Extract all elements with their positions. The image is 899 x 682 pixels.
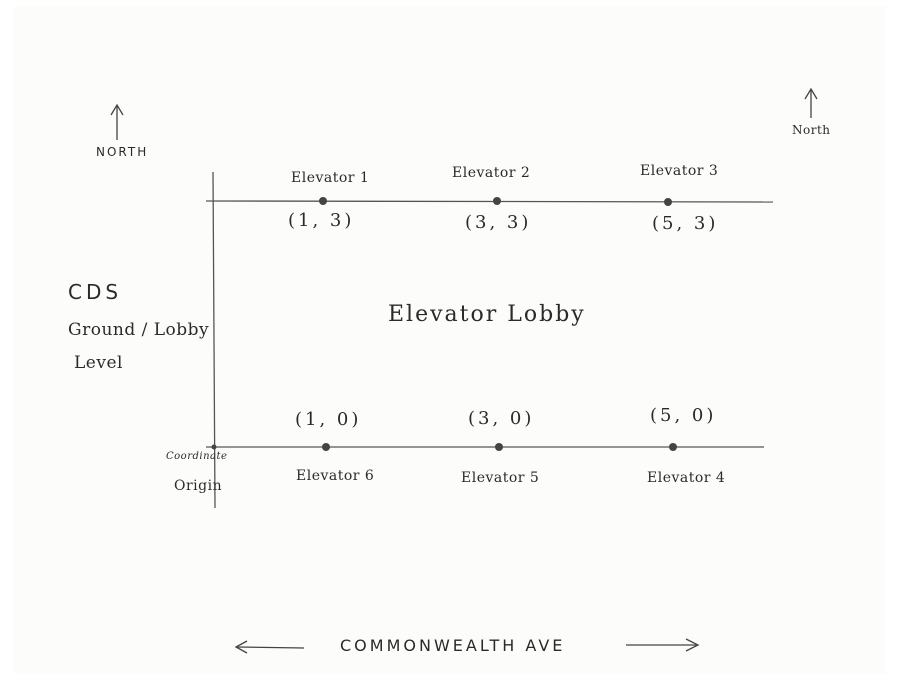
elevator-5-coord: (3, 0) bbox=[468, 408, 535, 429]
elevator-3-dot bbox=[664, 198, 672, 206]
origin-label-line2: Origin bbox=[174, 478, 223, 494]
street-label: COMMONWEALTH AVE bbox=[340, 636, 566, 655]
floor-label-line1: Ground / Lobby bbox=[68, 320, 210, 340]
elevator-3-label: Elevator 3 bbox=[640, 163, 719, 179]
elevator-2-dot bbox=[493, 197, 501, 205]
elevator-5-label: Elevator 5 bbox=[461, 470, 540, 486]
elevator-5-dot bbox=[495, 443, 503, 451]
elevator-6-coord: (1, 0) bbox=[295, 409, 362, 430]
elevator-2-label: Elevator 2 bbox=[452, 165, 531, 181]
elevator-1-coord: (1, 3) bbox=[288, 210, 355, 231]
lobby-label: Elevator Lobby bbox=[388, 302, 586, 327]
floor-label-line2: Level bbox=[74, 353, 123, 373]
top-row-line bbox=[205, 200, 774, 203]
elevator-3-coord: (5, 3) bbox=[652, 213, 719, 234]
building-label: CDS bbox=[68, 280, 123, 304]
north-label-right: North bbox=[792, 123, 831, 137]
elevator-4-dot bbox=[669, 443, 677, 451]
elevator-1-label: Elevator 1 bbox=[291, 170, 370, 186]
north-arrow-left-icon bbox=[110, 103, 124, 140]
paper-sheet bbox=[14, 6, 886, 674]
elevator-4-label: Elevator 4 bbox=[647, 470, 726, 486]
elevator-6-label: Elevator 6 bbox=[296, 468, 375, 484]
elevator-6-dot bbox=[322, 443, 330, 451]
north-label-left: NORTH bbox=[96, 145, 149, 159]
arrow-left-icon bbox=[234, 640, 305, 654]
arrow-right-icon bbox=[626, 638, 700, 652]
origin-label-line1: Coordinate bbox=[166, 451, 228, 462]
y-axis-line bbox=[212, 171, 216, 509]
elevator-2-coord: (3, 3) bbox=[465, 212, 532, 233]
elevator-4-coord: (5, 0) bbox=[650, 405, 717, 426]
north-arrow-right-icon bbox=[804, 87, 818, 118]
elevator-1-dot bbox=[319, 197, 327, 205]
origin-dot bbox=[211, 444, 217, 450]
